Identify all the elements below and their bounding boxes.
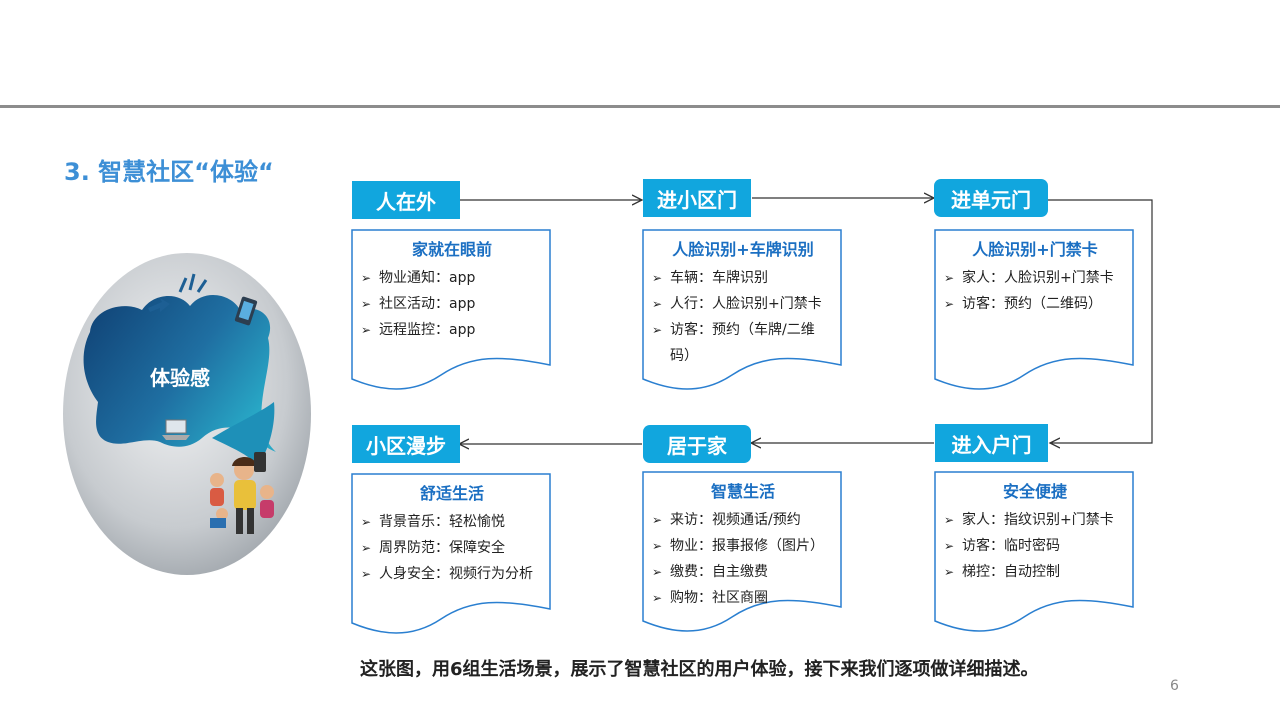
card-item: 访客：预约（车牌/二维码） <box>652 317 834 369</box>
card-item: 访客：临时密码 <box>944 533 1126 559</box>
stage-label: 进单元门 <box>934 179 1048 217</box>
card-item: 人行：人脸识别+门禁卡 <box>652 291 834 317</box>
arrow-icon <box>148 298 170 312</box>
card-title: 人脸识别+车牌识别 <box>672 240 814 259</box>
laptop-icon <box>165 419 187 434</box>
card-item: 周界防范：保障安全 <box>361 535 543 561</box>
card-item: 来访：视频通话/预约 <box>652 507 834 533</box>
card-item: 家人：人脸识别+门禁卡 <box>944 265 1126 291</box>
scenario-card: 人脸识别+车牌识别 车辆：车牌识别 人行：人脸识别+门禁卡 访客：预约（车牌/二… <box>642 229 842 397</box>
card-item: 车辆：车牌识别 <box>652 265 834 291</box>
scenario-card: 人脸识别+门禁卡 家人：人脸识别+门禁卡 访客：预约（二维码） <box>934 229 1134 397</box>
card-title: 舒适生活 <box>419 484 484 503</box>
card-title: 智慧生活 <box>710 482 775 501</box>
slide-caption: 这张图，用6组生活场景，展示了智慧社区的用户体验，接下来我们逐项做详细描述。 <box>360 659 1039 680</box>
top-divider <box>0 105 1280 108</box>
experience-oval <box>63 253 311 575</box>
card-title: 安全便捷 <box>1002 482 1067 501</box>
card-title: 人脸识别+门禁卡 <box>972 240 1098 259</box>
stage-label: 人在外 <box>352 181 460 219</box>
card-item: 人身安全：视频行为分析 <box>361 561 543 587</box>
cloud-shape <box>83 294 276 452</box>
card-item: 购物：社区商圈 <box>652 585 834 611</box>
scenario-card: 安全便捷 家人：指纹识别+门禁卡 访客：临时密码 梯控：自动控制 <box>934 471 1134 639</box>
stage-label: 进小区门 <box>643 179 751 217</box>
scenario-card: 智慧生活 来访：视频通话/预约 物业：报事报修（图片） 缴费：自主缴费 购物：社… <box>642 471 842 639</box>
scenario-card: 舒适生活 背景音乐：轻松愉悦 周界防范：保障安全 人身安全：视频行为分析 <box>351 473 551 641</box>
card-item: 背景音乐：轻松愉悦 <box>361 509 543 535</box>
stage-label: 小区漫步 <box>352 425 460 463</box>
page-title: 3. 智慧社区“体验“ <box>64 158 274 186</box>
card-title: 家就在眼前 <box>411 240 492 259</box>
card-item: 物业：报事报修（图片） <box>652 533 834 559</box>
scenario-card: 家就在眼前 物业通知：app 社区活动：app 远程监控：app <box>351 229 551 397</box>
experience-illustration <box>62 252 312 577</box>
people-group-icon <box>210 452 274 534</box>
card-item: 缴费：自主缴费 <box>652 559 834 585</box>
page-number: 6 <box>1170 678 1179 694</box>
stage-label: 进入户门 <box>935 424 1048 462</box>
stage-label: 居于家 <box>643 425 751 463</box>
card-item: 访客：预约（二维码） <box>944 291 1126 317</box>
card-item: 物业通知：app <box>361 265 543 291</box>
card-item: 远程监控：app <box>361 317 543 343</box>
card-item: 梯控：自动控制 <box>944 559 1126 585</box>
card-item: 社区活动：app <box>361 291 543 317</box>
card-item: 家人：指纹识别+门禁卡 <box>944 507 1126 533</box>
experience-label: 体验感 <box>150 366 210 390</box>
arrow-line <box>1048 199 1153 443</box>
